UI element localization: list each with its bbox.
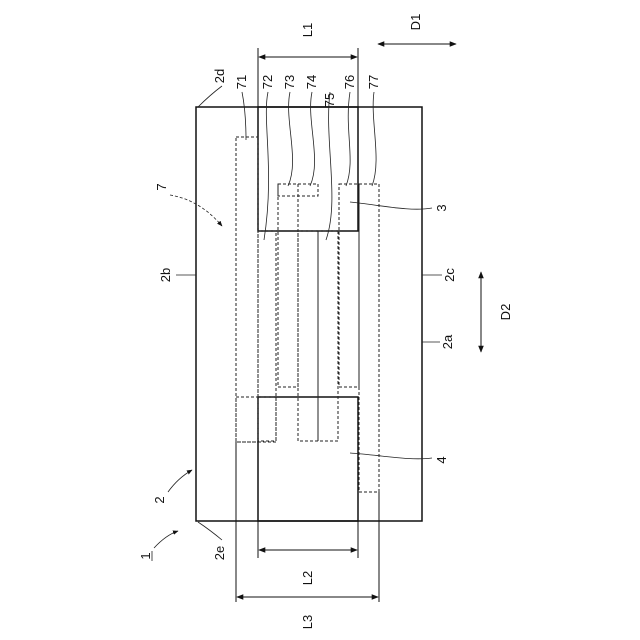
label-3: 3 <box>434 204 449 211</box>
reference-labels: 1 2 2a 2b 2c 2d 2e 3 4 7 71 72 73 74 75 … <box>138 14 513 630</box>
label-l3: L3 <box>300 615 315 629</box>
label-2c: 2c <box>442 268 457 282</box>
label-72: 72 <box>260 75 275 89</box>
label-77: 77 <box>366 75 381 89</box>
label-d1: D1 <box>408 14 423 31</box>
label-l1: L1 <box>300 23 315 37</box>
label-1: 1 <box>138 552 153 559</box>
label-71: 71 <box>234 75 249 89</box>
label-76: 76 <box>342 75 357 89</box>
label-2a: 2a <box>440 334 455 349</box>
element-4-box <box>258 397 358 521</box>
label-l2: L2 <box>300 571 315 585</box>
label-2b: 2b <box>158 268 173 282</box>
label-75: 75 <box>322 93 337 107</box>
label-2e: 2e <box>212 546 227 560</box>
label-74: 74 <box>304 75 319 89</box>
element-3-box <box>258 107 358 231</box>
label-d2: D2 <box>498 304 513 321</box>
label-4: 4 <box>434 456 449 463</box>
substrate-outline <box>196 107 422 521</box>
label-73: 73 <box>282 75 297 89</box>
label-2: 2 <box>152 496 167 503</box>
label-2d: 2d <box>212 69 227 83</box>
label-7: 7 <box>154 183 169 190</box>
